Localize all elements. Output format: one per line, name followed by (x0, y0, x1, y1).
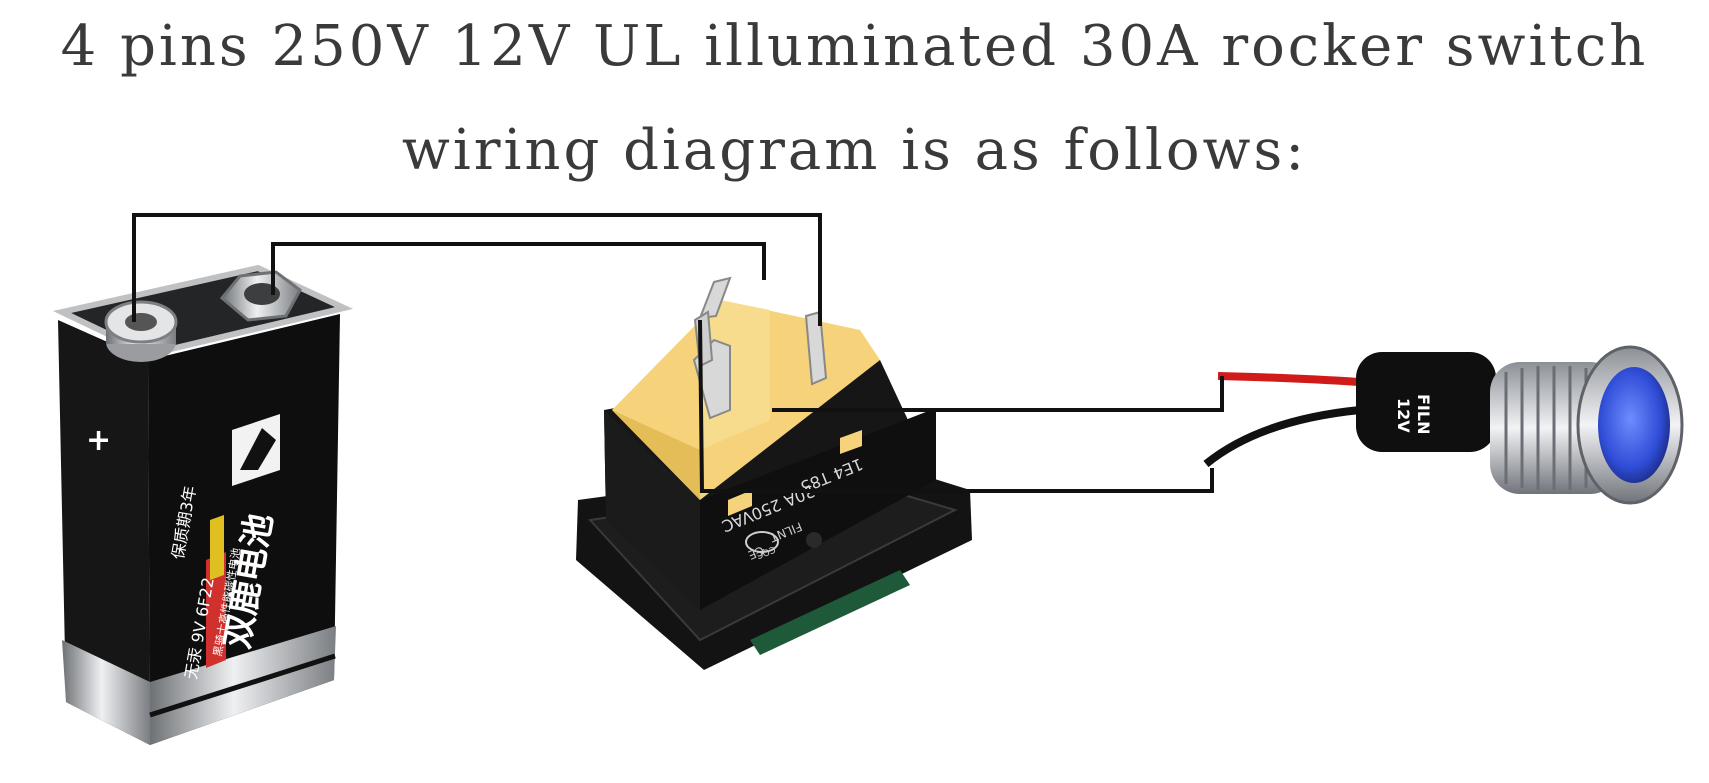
battery-deer-logo (240, 428, 276, 470)
battery-plus-sign: + (86, 423, 111, 458)
switch-ce-text: CE (746, 543, 766, 562)
battery-9v: 双鹿电池 黑骑士高性能碳性电池 无汞 9V 6F22 保质期3年 + (52, 264, 354, 745)
indicator-red-wire (1217, 372, 1359, 386)
battery-side-face (58, 320, 150, 745)
wire-switch-to-indicator-negative (698, 319, 1214, 493)
battery-front-face (148, 314, 340, 745)
diagram-title-line-1: 4 pins 250V 12V UL illuminated 30A rocke… (60, 14, 1649, 79)
indicator-light: FILN 12V (1203, 345, 1684, 505)
wire-positive-to-switch (132, 213, 822, 326)
switch-terminal-1 (698, 276, 732, 320)
battery-red-stripe (206, 552, 226, 668)
indicator-brand-text: FILN (1414, 394, 1433, 434)
diagram-title-line-2: wiring diagram is as follows: (401, 118, 1308, 183)
battery-yellow-stripe (210, 515, 224, 580)
indicator-body (1356, 352, 1496, 452)
wire-switch-to-indicator-positive (772, 376, 1224, 412)
indicator-voltage-text: 12V (1394, 398, 1413, 433)
battery-positive-terminal (104, 300, 178, 362)
battery-metal-band-side (62, 640, 150, 745)
wiring-lines (132, 213, 1224, 493)
switch-terminal-4 (804, 310, 828, 386)
rocker-switch: 30A 250VAC 1E4 T85 FILNT CE CQC (576, 276, 972, 670)
indicator-black-wire (1203, 406, 1361, 468)
indicator-blue-lens (1598, 367, 1670, 483)
wire-negative-to-switch (271, 242, 766, 295)
switch-rocker-edge (750, 570, 910, 655)
switch-terminals (692, 276, 828, 420)
